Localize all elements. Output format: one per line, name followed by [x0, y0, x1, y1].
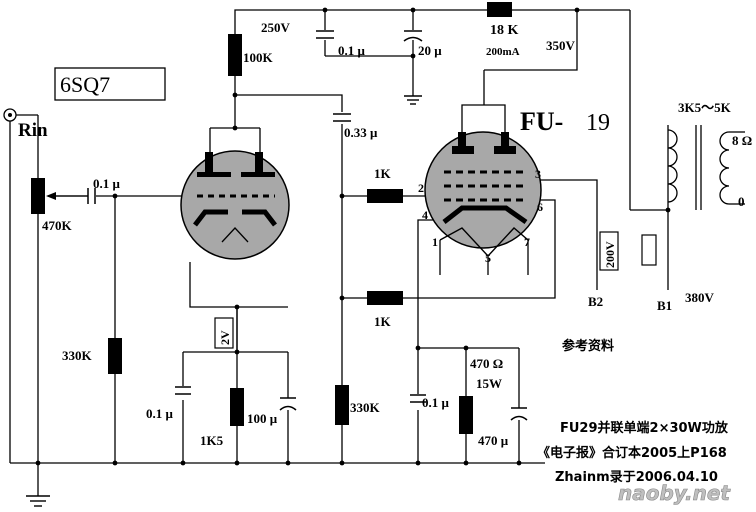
note-line-1: FU29并联单端2×30W功放: [560, 420, 729, 436]
b1-switch: [641, 234, 657, 266]
input-label: Rin: [18, 120, 48, 141]
hv-380: 380V: [685, 290, 715, 305]
pin-7: 7: [524, 235, 530, 249]
note-line-3: Zhainm录于2006.04.10: [555, 470, 718, 485]
note-line-2: 《电子报》合订本2005上P168: [537, 445, 727, 461]
pin-1: 1: [432, 235, 438, 249]
tube1-label-box: [54, 67, 166, 101]
cathode-voltage: 2V: [218, 330, 232, 345]
tube2-name: FU-: [520, 107, 563, 136]
pin-3: 3: [535, 167, 541, 181]
c-coupling-label: 0.33 μ: [344, 125, 378, 140]
pin-4: 4: [422, 208, 428, 222]
voltage-boxes: [214, 231, 619, 349]
r-cath2-label: 470 Ω: [470, 356, 503, 371]
c-filter1-label: 0.1 μ: [338, 43, 366, 58]
r-grid2-label: 330K: [350, 400, 381, 415]
transformer-sec-8: 8 Ω: [732, 133, 752, 148]
watermark: naoby.net: [618, 481, 731, 505]
c-filter2-label: 20 μ: [418, 43, 442, 58]
tube2-suffix: 19: [586, 110, 610, 136]
r-grid1-label: 330K: [62, 348, 93, 363]
r-plate-label: 100K: [243, 50, 274, 65]
output-transformer: [667, 125, 745, 210]
r-drop-label: 18 K: [490, 23, 519, 38]
transformer-primary-label: 3K5～5K: [678, 100, 732, 115]
tube-6sq7: [180, 150, 290, 260]
r-grid-stop-label: 1K: [374, 166, 392, 181]
grid-resistor2-330k: [335, 385, 349, 425]
tube-fu19: [424, 131, 542, 258]
transformer-sec-0: 0: [738, 194, 745, 209]
resistors: [108, 2, 512, 434]
pin-5: 5: [485, 251, 491, 265]
r-cath2-power: 15W: [476, 376, 502, 391]
pot-label: 470K: [42, 218, 73, 233]
cathode-resistor-470: [459, 396, 473, 434]
cathode-resistor-1k5: [230, 388, 244, 426]
input-jack: [3, 108, 38, 122]
pin-6: 6: [537, 200, 543, 214]
volume-potentiometer: [31, 178, 88, 214]
pin-2: 2: [418, 181, 424, 195]
hv-350: 350V: [546, 38, 576, 53]
hv-250: 250V: [261, 20, 291, 35]
reference-note: 参考资料: [562, 338, 614, 354]
c-cath2-bypass-label: 470 μ: [478, 433, 509, 448]
grid-resistor-330k: [108, 338, 122, 374]
r-screen-label: 1K: [374, 314, 392, 329]
c-cath1-bypass-label: 100 μ: [247, 411, 278, 426]
tube1-name: 6SQ7: [60, 72, 110, 97]
b1-label: B1: [657, 298, 672, 313]
heater-voltage: 200V: [603, 241, 617, 268]
r-cath1-label: 1K5: [200, 433, 224, 448]
c-coupling-in-label: 0.1 μ: [93, 176, 121, 191]
junction-dots: [35, 7, 671, 466]
text-labels: 6SQ7 Rin FU- 19 250V 350V 380V 100K 18 K…: [18, 20, 752, 505]
screen-resistor-1k: [367, 291, 403, 305]
capacitors: [87, 30, 528, 421]
c-cath2-label: 0.1 μ: [422, 395, 450, 410]
c-cath1-label: 0.1 μ: [146, 406, 174, 421]
r-drop-current: 200mA: [486, 46, 520, 58]
grid-stopper-1k: [367, 189, 403, 203]
drop-resistor-18k: [487, 2, 512, 17]
ground-symbol: [26, 95, 422, 507]
plate-resistor-100k: [228, 34, 242, 76]
b2-label: B2: [588, 294, 603, 309]
